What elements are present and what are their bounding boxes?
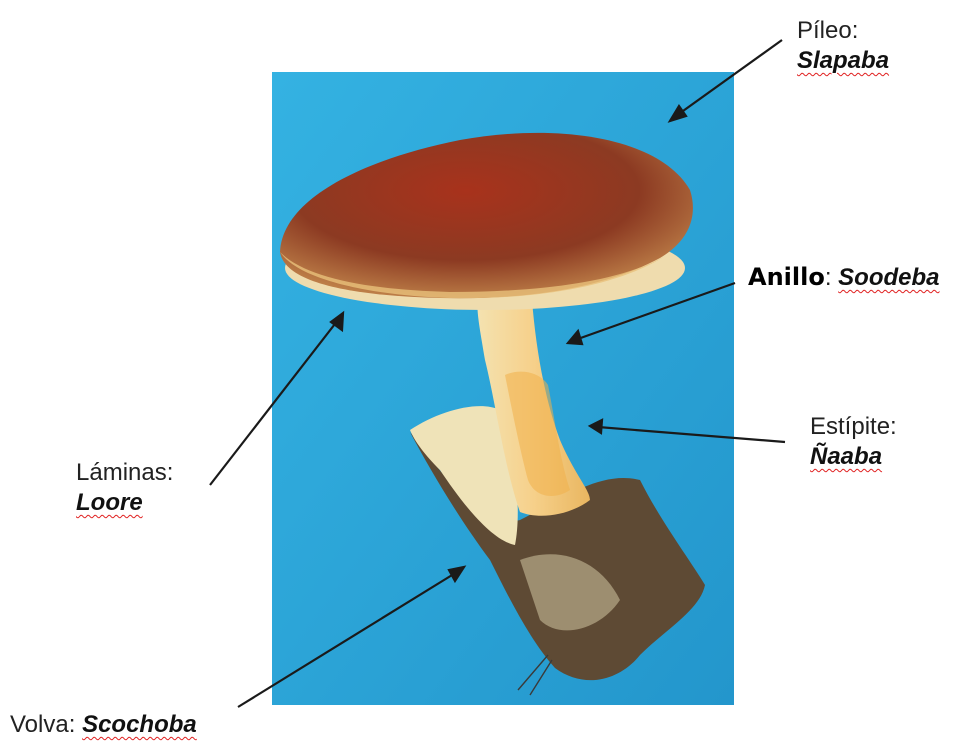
label-anillo-separator: : xyxy=(825,264,832,291)
label-pileo: Píleo: Slapaba xyxy=(797,16,889,76)
label-anillo-term: Soodeba xyxy=(838,264,939,291)
label-volva-term: Scochoba xyxy=(82,711,197,738)
label-estipite-name: Estípite: xyxy=(810,413,897,440)
label-volva: Volva: Scochoba xyxy=(10,710,197,740)
label-pileo-term: Slapaba xyxy=(797,46,889,76)
label-anillo-name: Anillo xyxy=(748,263,825,291)
label-anillo: Anillo: Soodeba xyxy=(748,262,940,293)
label-pileo-name: Píleo: xyxy=(797,17,858,44)
label-laminas: Láminas: Loore xyxy=(76,458,173,518)
label-laminas-name: Láminas: xyxy=(76,459,173,486)
label-estipite-term: Ñaaba xyxy=(810,442,897,472)
label-volva-name: Volva: xyxy=(10,711,75,738)
label-laminas-term: Loore xyxy=(76,488,173,518)
label-estipite: Estípite: Ñaaba xyxy=(810,412,897,472)
